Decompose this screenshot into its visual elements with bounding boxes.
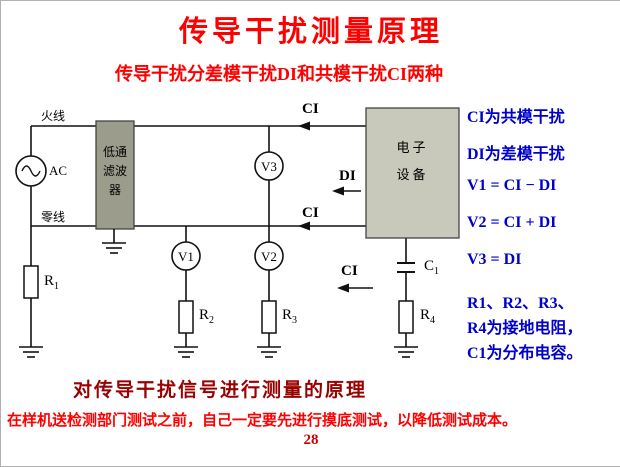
slide-subtitle: 传导干扰分差模干扰DI和共模干扰CI两种 — [114, 64, 443, 84]
device-label-line2: 设备 — [396, 167, 429, 182]
page-title: 传导干扰测量原理 — [178, 16, 443, 48]
ci-middle-label: CI — [302, 205, 319, 221]
capacitor-c1 — [397, 262, 415, 273]
voltmeter-v1 — [171, 241, 201, 271]
ground-symbol-filter — [102, 242, 126, 254]
ci-top-arrow-icon — [298, 121, 310, 131]
diagram-caption: 对传导干扰信号进行测量的原理 — [73, 380, 368, 401]
voltmeter-v2 — [254, 241, 284, 271]
di-label: DI — [339, 168, 356, 184]
capacitor-c1-label: C1 — [424, 258, 440, 277]
note-resistors-2: R4为接地电阻， — [467, 320, 583, 337]
note-equation-v1: V1 = CI − DI — [467, 177, 557, 194]
low-pass-filter-box — [95, 120, 135, 230]
footnote-text: 在样机送检测部门测试之前，自己一定要先进行摸底测试，以降低测试成本。 — [7, 413, 518, 429]
low-pass-filter-label: 低通滤波器 — [102, 145, 127, 197]
di-arrow-icon — [332, 186, 361, 196]
note-ci-common-mode: CI为共模干扰 — [467, 109, 565, 126]
sine-wave-icon — [21, 165, 41, 177]
ac-source — [15, 155, 47, 187]
ground-symbol-r4 — [394, 346, 418, 358]
ground-symbol-r2 — [174, 346, 198, 358]
resistor-r1 — [23, 265, 39, 299]
note-equation-v3: V3 = DI — [467, 251, 522, 268]
electronic-device-label: 电子 设备 — [367, 134, 458, 188]
voltmeter-v2-label: V2 — [261, 249, 277, 264]
note-capacitor: C1为分布电容。 — [467, 345, 583, 362]
neutral-wire-label: 零线 — [41, 210, 66, 224]
ci-middle-arrow-icon — [298, 221, 310, 231]
resistor-r1-label: R1 — [44, 273, 60, 292]
resistor-r4 — [398, 300, 414, 334]
ci-bottom-label: CI — [341, 263, 358, 279]
resistor-r2 — [178, 300, 194, 334]
ci-top-label: CI — [302, 101, 319, 117]
live-wire-label: 火线 — [41, 109, 66, 123]
device-label-line1: 电子 — [396, 140, 429, 155]
voltmeter-v3 — [254, 151, 284, 181]
resistor-r3 — [261, 300, 277, 334]
resistor-r2-label: R2 — [199, 307, 215, 326]
electronic-device-box — [365, 107, 460, 239]
ac-source-label: AC — [49, 163, 68, 178]
circuit-wires — [30, 125, 407, 347]
voltmeter-v3-label: V3 — [261, 159, 277, 174]
resistor-r4-label: R4 — [420, 307, 436, 326]
ground-symbol-r3 — [257, 346, 281, 358]
note-di-diff-mode: DI为差模干扰 — [467, 146, 565, 163]
page-number: 28 — [303, 432, 319, 448]
note-resistors-1: R1、R2、R3、 — [467, 295, 574, 312]
note-equation-v2: V2 = CI + DI — [467, 214, 557, 231]
resistor-r3-label: R3 — [282, 307, 298, 326]
voltmeter-v1-label: V1 — [178, 249, 194, 264]
ci-bottom-arrow-icon — [337, 283, 373, 293]
ground-symbol-source — [19, 346, 43, 358]
